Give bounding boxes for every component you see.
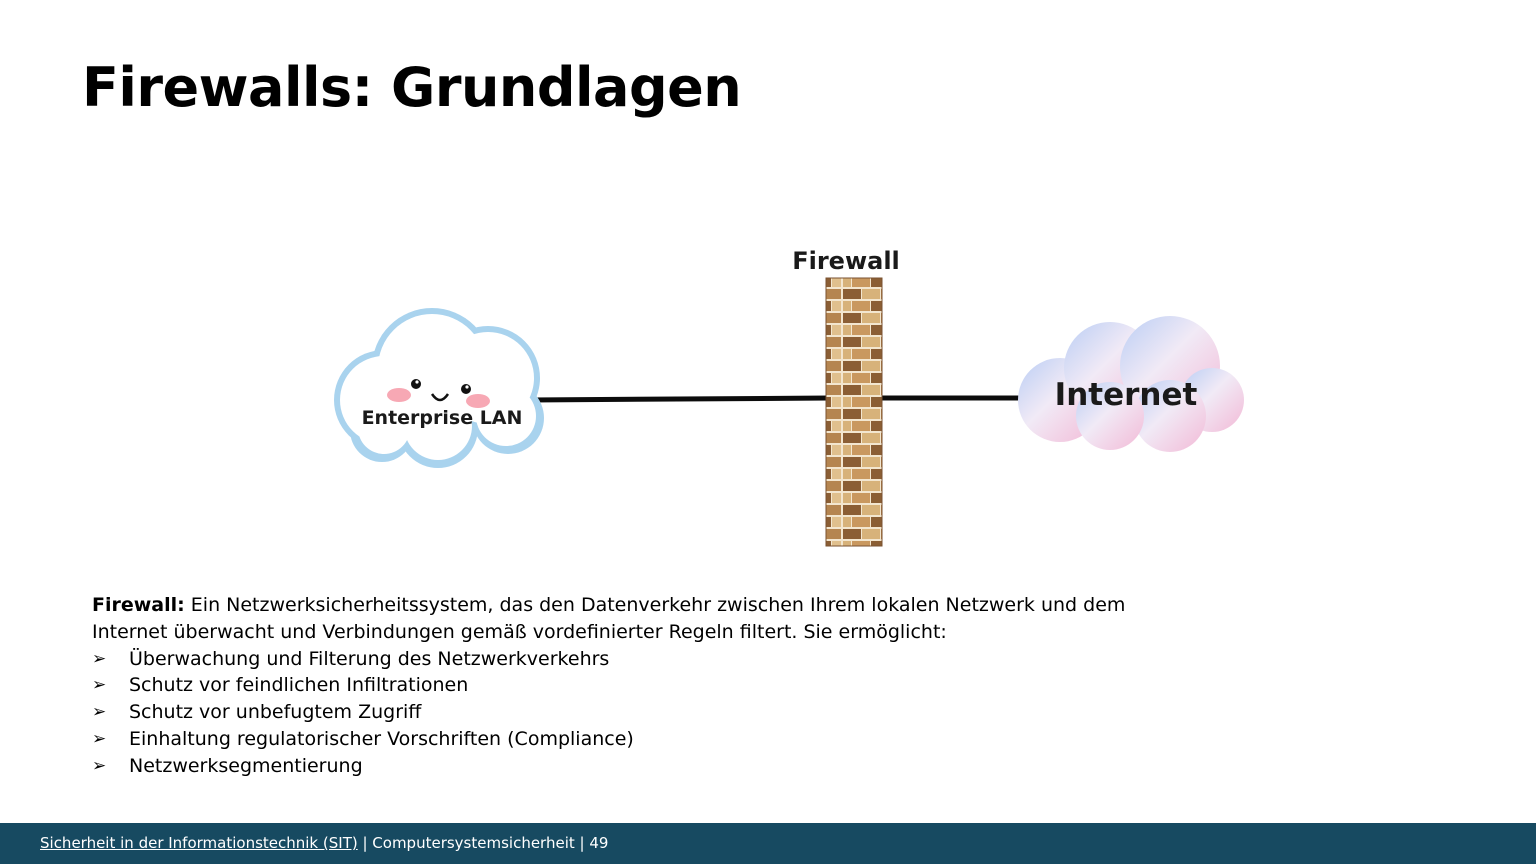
course-link[interactable]: Sicherheit in der Informationstechnik (S… [40,834,358,852]
list-item: ➢Einhaltung regulatorischer Vorschriften… [92,726,1152,753]
list-item: ➢Überwachung und Filterung des Netzwerkv… [92,646,1152,673]
footer-bar: Sicherheit in der Informationstechnik (S… [0,823,1536,864]
firewall-label: Firewall [792,247,900,275]
list-item: ➢Netzwerksegmentierung [92,753,1152,780]
feature-list: ➢Überwachung und Filterung des Netzwerkv… [92,646,1152,780]
arrow-bullet-icon: ➢ [92,702,107,723]
footer-separator: | [357,834,373,852]
definition-term: Firewall: [92,594,185,616]
arrow-bullet-icon: ➢ [92,728,107,749]
list-item: ➢Schutz vor unbefugtem Zugriff [92,699,1152,726]
footer-separator: | [574,834,590,852]
definition-text: Ein Netzwerksicherheitssystem, das den D… [92,594,1126,643]
footer-section: Computersystemsicherheit [372,834,575,852]
page-title: Firewalls: Grundlagen [82,56,742,119]
firewall-diagram: Firewall [320,240,1260,560]
list-item: ➢Schutz vor feindlichen Infiltrationen [92,672,1152,699]
firewall-description: Firewall: Ein Netzwerksicherheitssystem,… [92,592,1152,780]
arrow-bullet-icon: ➢ [92,648,107,669]
arrow-bullet-icon: ➢ [92,755,107,776]
definition-paragraph: Firewall: Ein Netzwerksicherheitssystem,… [92,592,1152,646]
brick-wall-icon [825,277,883,547]
enterprise-lan-cloud-icon [334,308,544,468]
enterprise-lan-label: Enterprise LAN [362,407,523,429]
page-number: 49 [589,834,609,852]
internet-label: Internet [1055,377,1198,413]
smiley-face-icon [387,379,490,408]
network-cable [529,395,1025,403]
internet-cloud-icon [1018,316,1244,452]
arrow-bullet-icon: ➢ [92,675,107,696]
